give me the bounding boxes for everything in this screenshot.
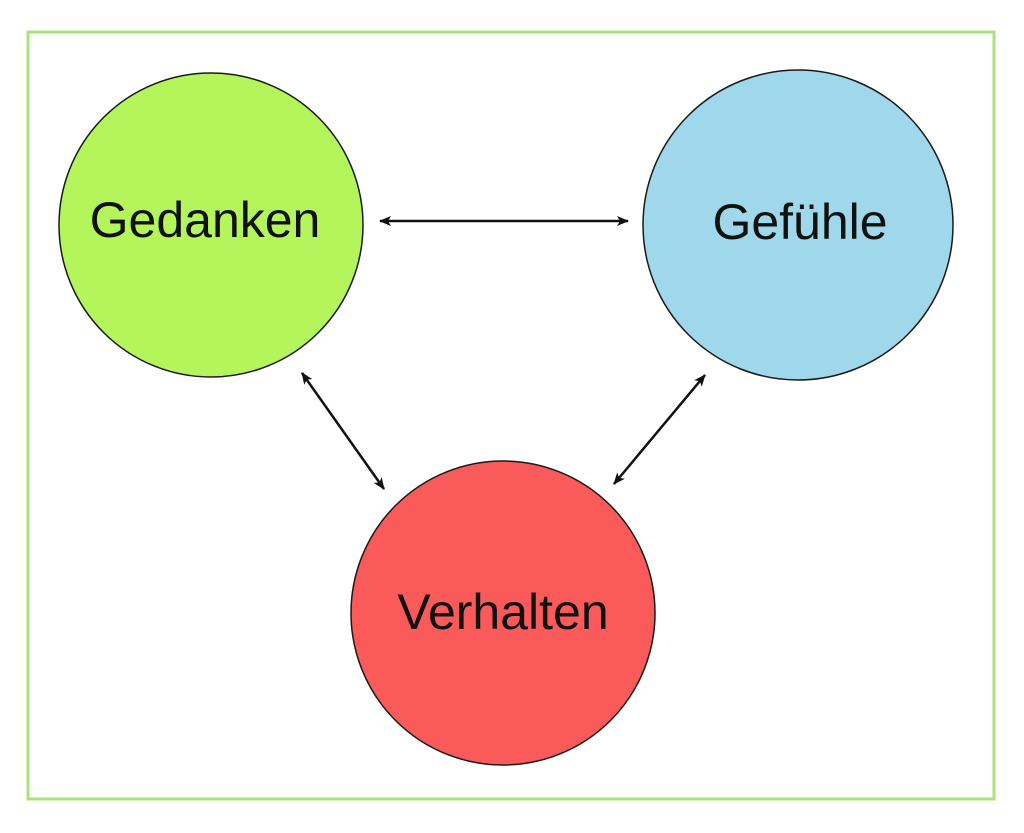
node-gedanken: Gedanken (58, 72, 364, 378)
node-gefuehle-label: Gefühle (712, 194, 887, 250)
node-verhalten-label: Verhalten (397, 584, 608, 640)
node-gefuehle-circle (642, 69, 954, 381)
node-verhalten: Verhalten (350, 460, 656, 766)
node-gedanken-circle (58, 72, 364, 378)
edge-gefuehle-verhalten (613, 374, 706, 485)
node-verhalten-circle (350, 460, 656, 766)
node-gedanken-label: Gedanken (90, 192, 321, 248)
diagram-frame (26, 30, 996, 801)
edge-gedanken-verhalten (300, 372, 386, 490)
node-gefuehle: Gefühle (642, 69, 954, 381)
